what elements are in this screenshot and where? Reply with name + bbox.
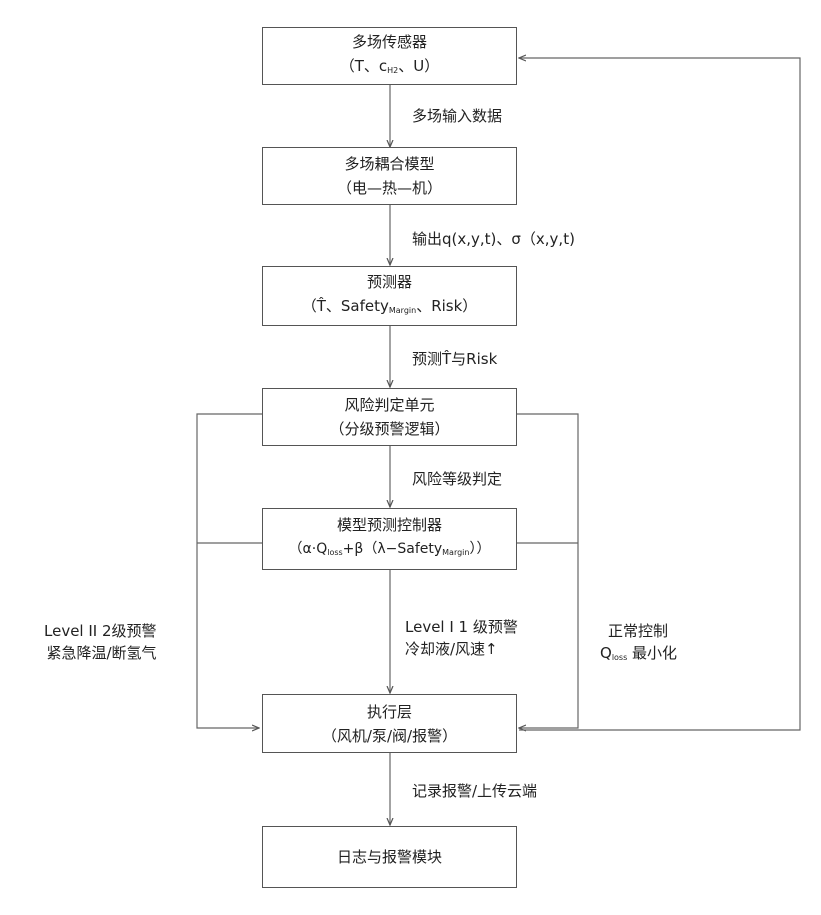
node-execution-layer: 执行层 （风机/泵/阀/报警） (262, 694, 517, 753)
node-log-alarm: 日志与报警模块 (262, 826, 517, 888)
node-multifield-sensor: 多场传感器 （T、cH2、U） (262, 27, 517, 85)
edge-label-output-fields: 输出q(x,y,t)、σ（x,y,t) (412, 228, 575, 250)
sensor-title: 多场传感器 (352, 30, 427, 54)
coupling-subtitle: （电—热—机） (337, 176, 442, 200)
node-risk-unit: 风险判定单元 （分级预警逻辑） (262, 388, 517, 446)
edge-label-input-data: 多场输入数据 (412, 105, 502, 127)
mpc-objective: （α·Qloss+β（λ−SafetyMargin）） (289, 537, 491, 565)
edge-label-predict-risk: 预测T̂与Risk (412, 348, 497, 370)
node-predictor: 预测器 （T̂、SafetyMargin、Risk） (262, 266, 517, 326)
level2-action: 紧急降温/断氢气 (44, 642, 157, 664)
edge-label-log-upload: 记录报警/上传云端 (412, 780, 537, 802)
node-coupling-model: 多场耦合模型 （电—热—机） (262, 147, 517, 205)
edge-label-level2: Level II 2级预警 紧急降温/断氢气 (44, 620, 157, 664)
arrow-level2-path (197, 414, 262, 728)
exec-subtitle: （风机/泵/阀/报警） (322, 724, 457, 748)
level2-title: Level II 2级预警 (44, 620, 157, 642)
exec-title: 执行层 (367, 700, 412, 724)
log-title: 日志与报警模块 (337, 845, 442, 869)
level1-action: 冷却液/风速↑ (405, 638, 518, 660)
arrow-normal-path (516, 414, 578, 728)
risk-subtitle: （分级预警逻辑） (329, 417, 449, 441)
mpc-title: 模型预测控制器 (337, 513, 442, 537)
edge-label-level1: Level I 1 级预警 冷却液/风速↑ (405, 616, 518, 660)
node-mpc-controller: 模型预测控制器 （α·Qloss+β（λ−SafetyMargin）） (262, 508, 517, 570)
edge-label-normal-control: 正常控制 Qloss 最小化 (600, 620, 677, 669)
predictor-title: 预测器 (367, 270, 412, 294)
risk-title: 风险判定单元 (344, 393, 434, 417)
sensor-params: （T、cH2、U） (340, 54, 440, 83)
normal-action: Qloss 最小化 (600, 642, 677, 669)
edge-label-risk-level: 风险等级判定 (412, 468, 502, 490)
normal-title: 正常控制 (600, 620, 677, 642)
coupling-title: 多场耦合模型 (344, 152, 434, 176)
predictor-outputs: （T̂、SafetyMargin、Risk） (302, 294, 478, 323)
level1-title: Level I 1 级预警 (405, 616, 518, 638)
